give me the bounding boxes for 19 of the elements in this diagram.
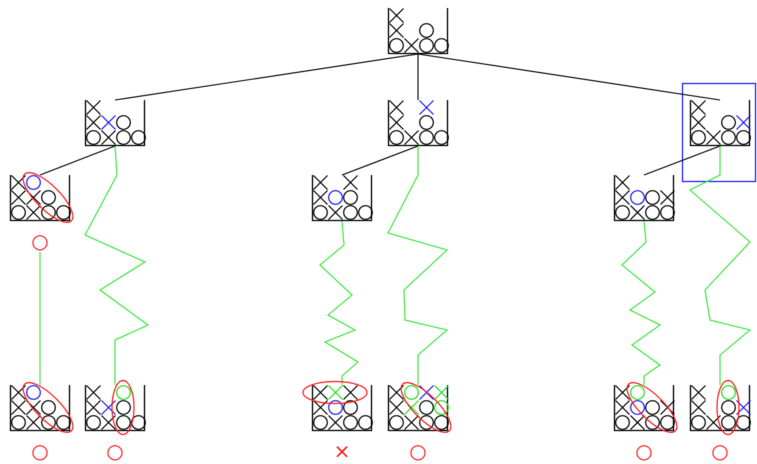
connector-line (342, 145, 418, 176)
connector-line (387, 146, 448, 385)
connector-line (418, 53, 720, 101)
connector-line (644, 145, 720, 176)
connector-line (689, 146, 752, 385)
result-mark: ○ (105, 440, 125, 462)
connector-line (417, 54, 419, 100)
connector-line (319, 220, 359, 385)
result-mark: ○ (408, 440, 428, 462)
result-mark: ○ (634, 440, 654, 462)
result-mark: ○ (30, 230, 50, 252)
result-mark: ○ (710, 440, 730, 462)
connector-line (84, 146, 150, 385)
result-mark: ○ (30, 440, 50, 462)
connector-line (40, 145, 116, 176)
connector-line (114, 53, 418, 101)
connector-line (621, 220, 662, 385)
result-mark: × (332, 440, 352, 462)
connector-line (39, 252, 41, 385)
